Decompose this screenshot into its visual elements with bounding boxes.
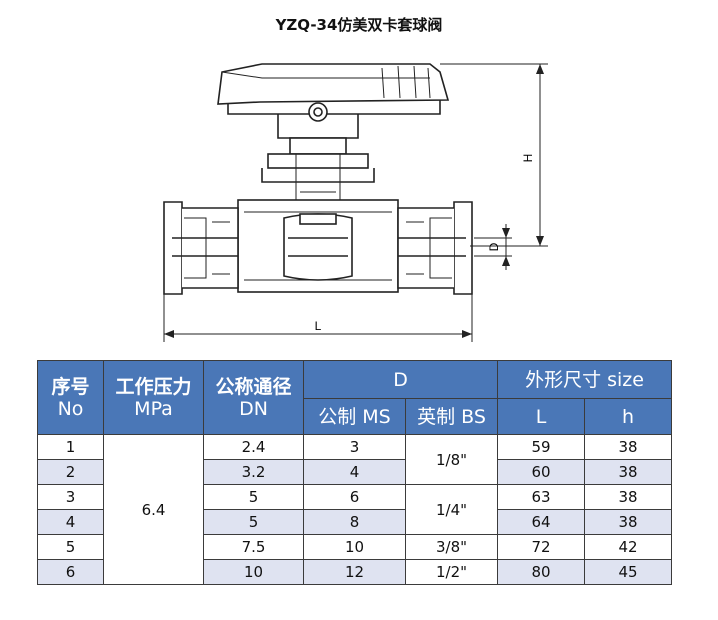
cell-no: 2	[37, 459, 104, 485]
cell-bs: 1/4"	[404, 484, 499, 535]
left-fitting	[163, 201, 183, 295]
ball-valve-drawing: H D L	[163, 63, 548, 342]
header-dn: 公称通径 DN	[203, 360, 304, 435]
cell-pressure: 6.4	[103, 434, 204, 585]
header-d: D	[302, 360, 499, 399]
cell-h: 38	[584, 434, 673, 460]
cell-l: 60	[497, 459, 586, 485]
right-fitting	[453, 201, 473, 295]
cell-no: 3	[37, 484, 104, 510]
cell-l: 80	[497, 559, 586, 585]
header-no: 序号 No	[37, 360, 104, 435]
cell-h: 45	[584, 559, 673, 585]
table-row: 1 6.4 2.4 3 1/8" 59 38	[37, 434, 673, 585]
cell-dn: 10	[203, 559, 304, 585]
cell-h: 38	[584, 509, 673, 535]
cell-ms: 8	[303, 509, 406, 535]
cell-dn: 2.4	[203, 434, 304, 460]
table-row: 5 7.5 10 3/8" 72 42	[37, 534, 673, 560]
cell-ms: 6	[303, 484, 406, 510]
cell-bs: 1/8"	[404, 434, 499, 485]
header-ms: 公制 MS	[303, 398, 406, 435]
header-bs: 英制 BS	[404, 398, 499, 435]
drawing-title: YZQ-34仿美双卡套球阀	[275, 16, 443, 34]
cell-h: 42	[584, 534, 673, 560]
cell-dn: 5	[203, 509, 304, 535]
cell-l: 64	[497, 509, 586, 535]
cell-l: 72	[497, 534, 586, 560]
table-row: 6 10 12 1/2" 80 45	[37, 559, 673, 585]
header-pressure: 工作压力 MPa	[103, 360, 204, 435]
dimension-label-l: L	[315, 319, 322, 333]
cell-ms: 4	[303, 459, 406, 485]
dimension-label-d: D	[487, 242, 501, 251]
cell-bs: 1/2"	[404, 559, 499, 585]
cell-no: 4	[37, 509, 104, 535]
cell-ms: 12	[303, 559, 406, 585]
cell-dn: 5	[203, 484, 304, 510]
cell-h: 38	[584, 459, 673, 485]
cell-ms: 10	[303, 534, 406, 560]
header-size: 外形尺寸 size	[497, 360, 673, 399]
table-row: 4 5 8 64 38	[37, 509, 673, 535]
cell-no: 1	[37, 434, 104, 460]
table-row: 2 3.2 4 60 38	[37, 459, 673, 485]
cell-bs: 3/8"	[404, 534, 499, 560]
valve-handle	[217, 63, 450, 105]
header-h: h	[584, 398, 673, 435]
cell-dn: 3.2	[203, 459, 304, 485]
cell-l: 63	[497, 484, 586, 510]
cell-no: 6	[37, 559, 104, 585]
table-row: 3 5 6 1/4" 63 38	[37, 484, 673, 535]
spec-table: 序号 No 工作压力 MPa 公称通径 DN D 外形尺寸 size 公制 MS…	[37, 360, 673, 585]
cell-l: 59	[497, 434, 586, 460]
handle-nut	[308, 102, 328, 122]
cell-dn: 7.5	[203, 534, 304, 560]
dimension-label-h: H	[521, 154, 535, 163]
header-l: L	[497, 398, 586, 435]
cell-h: 38	[584, 484, 673, 510]
cell-no: 5	[37, 534, 104, 560]
cell-ms: 3	[303, 434, 406, 460]
